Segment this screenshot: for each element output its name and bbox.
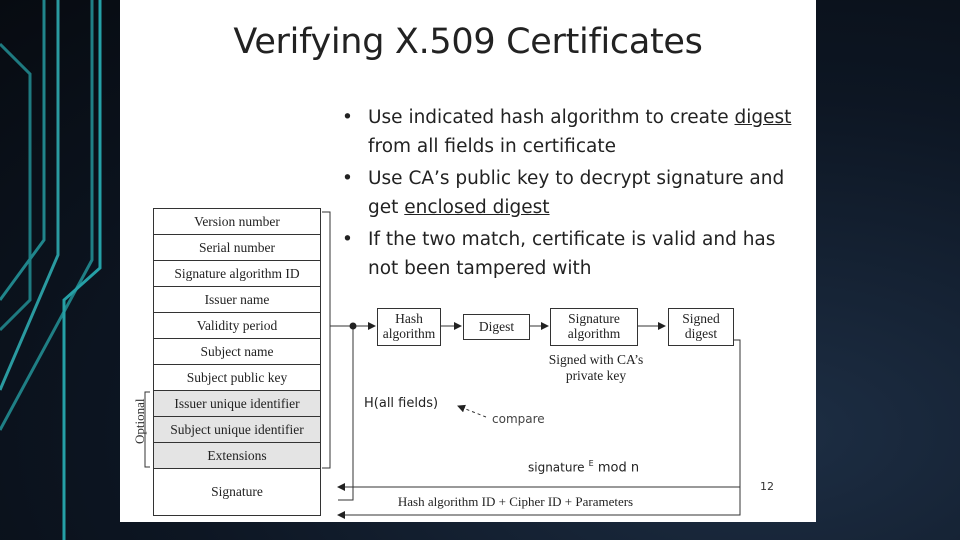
field-validity-period: Validity period [154, 313, 320, 339]
field-signature: Signature [211, 484, 263, 499]
signature-exponent-note: signature E mod n [528, 459, 640, 476]
field-extensions: Extensions [154, 443, 320, 469]
field-subject-unique-identifier: Subject unique identifier [154, 417, 320, 443]
signed-with-ca-key-label: Signed with CA’s private key [548, 352, 644, 383]
field-signature-algorithm-id: Signature algorithm ID [154, 261, 320, 287]
field-issuer-unique-identifier: Issuer unique identifier [154, 391, 320, 417]
field-version-number: Version number [154, 209, 320, 235]
parameters-label: Hash algorithm ID + Cipher ID + Paramete… [397, 494, 634, 509]
signed-digest-box: Signed digest [668, 308, 734, 346]
digest-box: Digest [463, 314, 530, 340]
field-subject-public-key: Subject public key [154, 365, 320, 391]
field-subject-name: Subject name [154, 339, 320, 365]
signature-algorithm-box: Signature algorithm [550, 308, 638, 346]
field-issuer-name: Issuer name [154, 287, 320, 313]
hash-all-fields-note: H(all fields) [364, 396, 439, 411]
page-number: 12 [760, 480, 774, 493]
slide: Verifying X.509 Certificates Use indicat… [120, 0, 816, 522]
hash-algorithm-box: Hash algorithm [377, 308, 441, 346]
slide-title: Verifying X.509 Certificates [233, 22, 703, 62]
bullet-item: If the two match, certificate is valid a… [338, 225, 808, 283]
certificate-fields-table: Version number Serial number Signature a… [153, 208, 321, 516]
field-serial-number: Serial number [154, 235, 320, 261]
diagram-connectors [144, 211, 741, 519]
bullet-item: Use CA’s public key to decrypt signature… [338, 164, 808, 222]
compare-note: compare [492, 412, 545, 426]
bullet-list: Use indicated hash algorithm to create d… [338, 103, 808, 286]
bullet-item: Use indicated hash algorithm to create d… [338, 103, 808, 161]
